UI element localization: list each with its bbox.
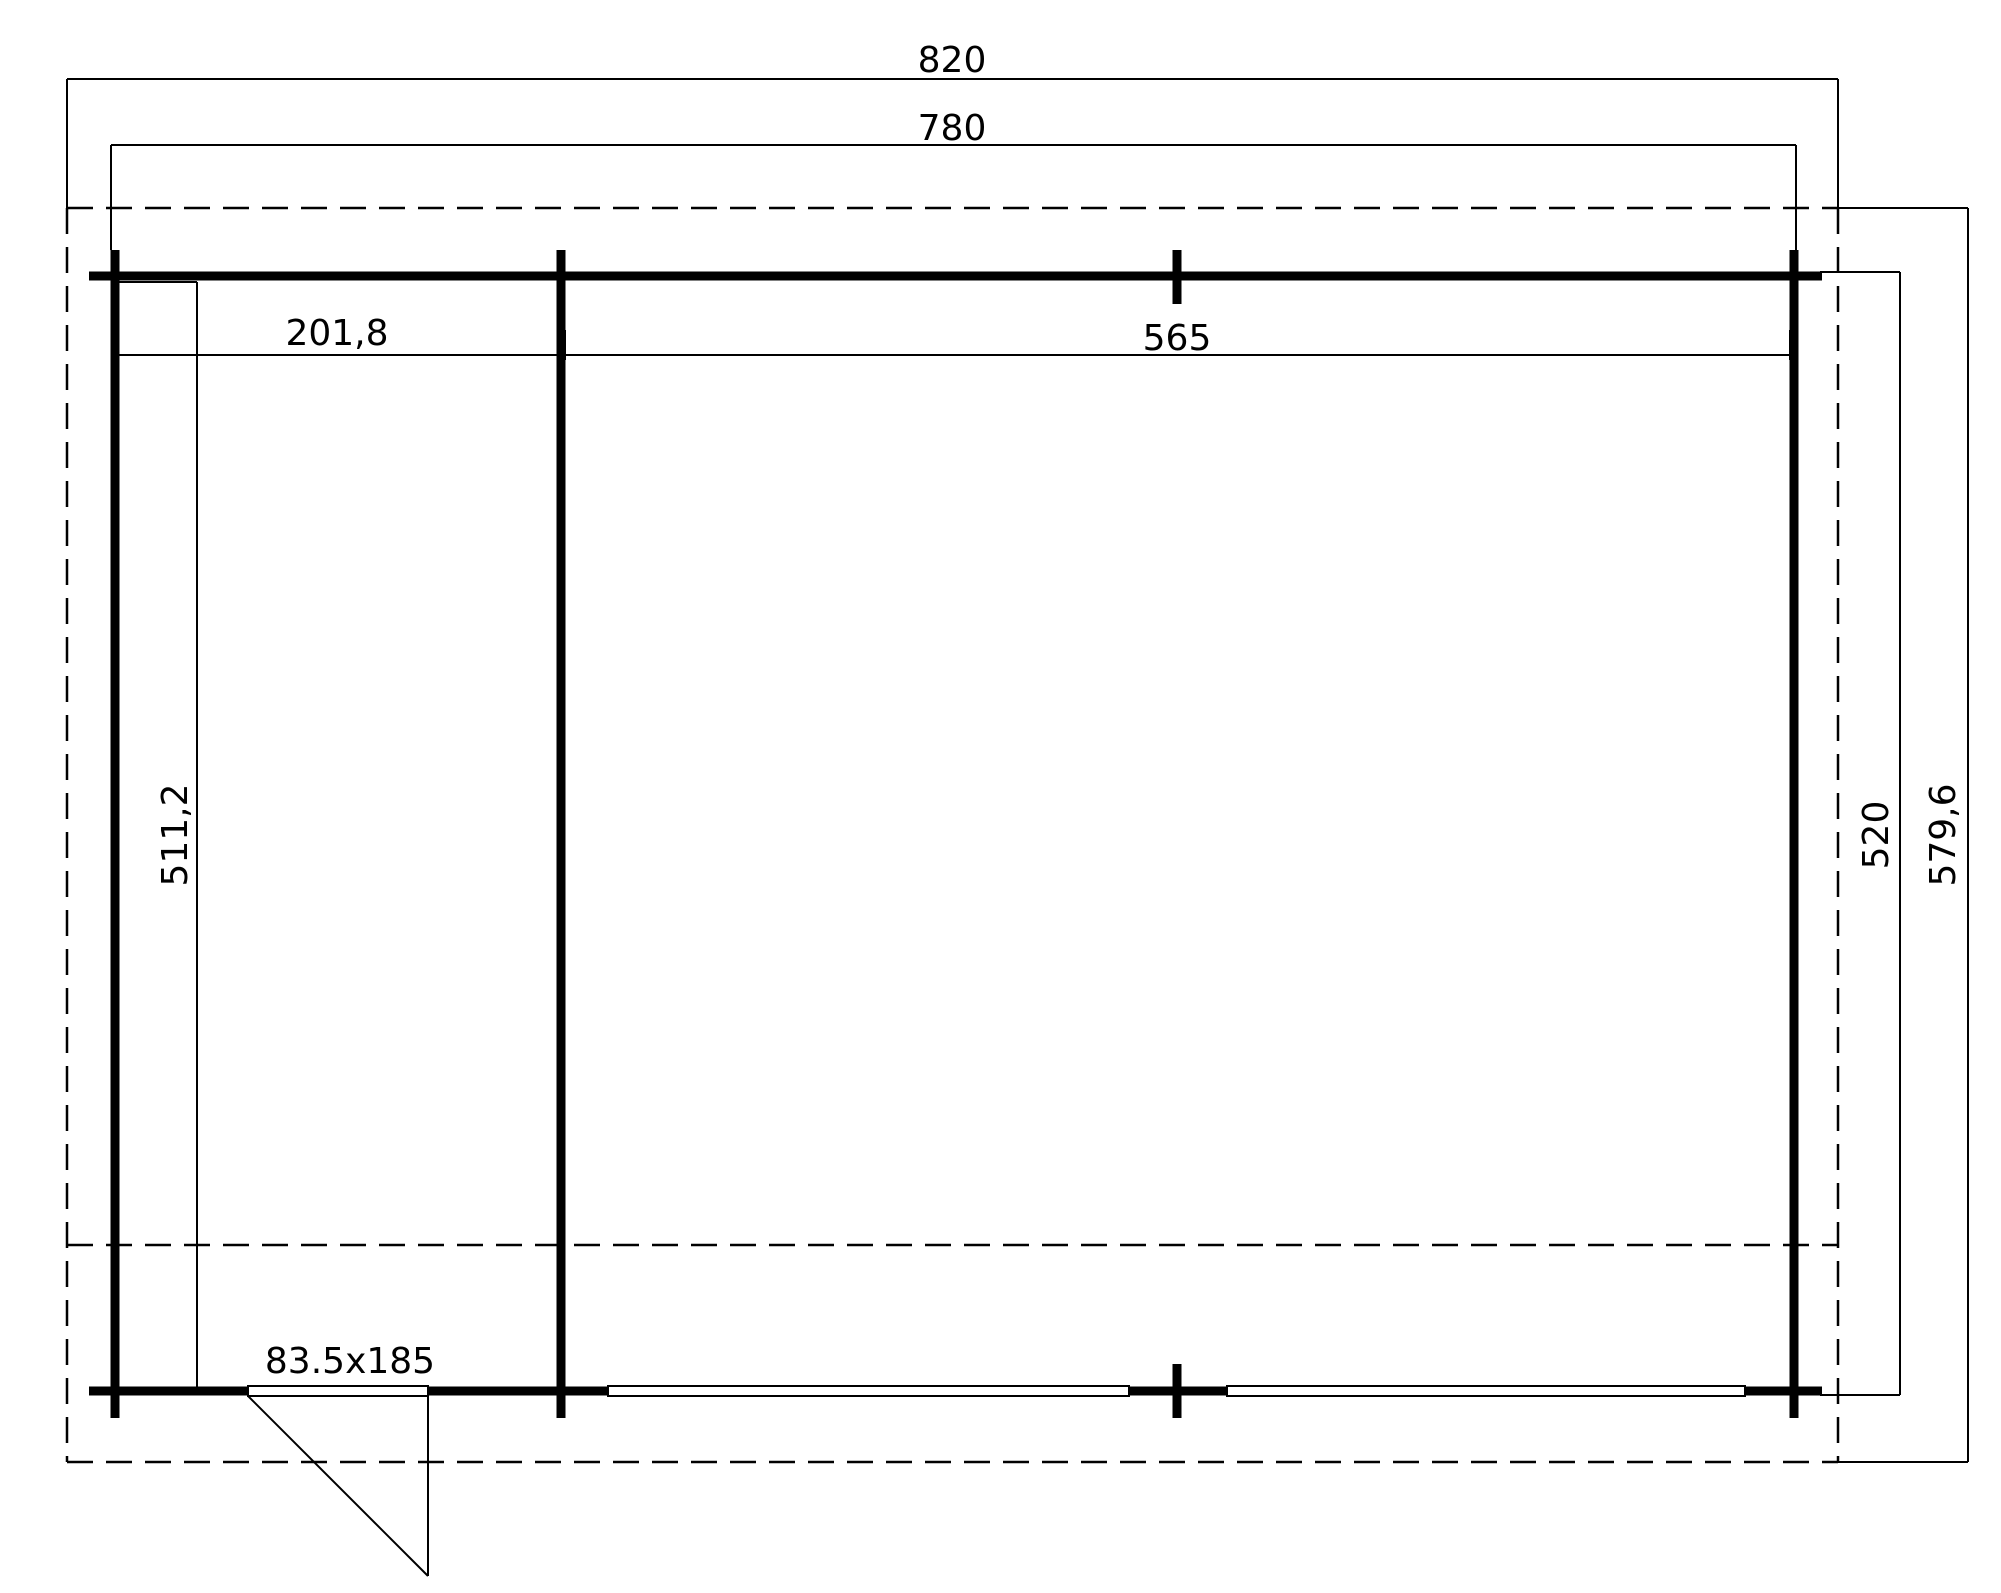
inner-width-label: 780 xyxy=(918,108,987,149)
left-height-label: 511,2 xyxy=(155,783,196,886)
door: 83.5x185 xyxy=(247,1341,435,1577)
dimension-inner-width: 780 xyxy=(110,108,1797,250)
front-window-right xyxy=(1226,1385,1746,1397)
outer-width-label: 820 xyxy=(918,40,987,81)
roof-overhang-outline xyxy=(65,206,1840,1464)
wall-height-label: 520 xyxy=(1856,801,1897,870)
left-room-width-label: 201,8 xyxy=(285,313,388,354)
door-swing xyxy=(247,1395,429,1577)
dimension-left-height: 511,2 xyxy=(117,281,198,1389)
dimension-outer-height: 579,6 xyxy=(1838,207,1969,1463)
dimension-outer-width: 820 xyxy=(66,40,1839,208)
walls xyxy=(89,250,1822,1418)
dimension-room-widths: 201,8 565 xyxy=(116,313,1791,360)
right-room-width-label: 565 xyxy=(1143,318,1212,359)
outer-height-label: 579,6 xyxy=(1923,783,1964,886)
dimension-wall-height: 520 xyxy=(1820,271,1901,1396)
door-size-label: 83.5x185 xyxy=(265,1341,435,1382)
front-window-left xyxy=(607,1385,1130,1397)
